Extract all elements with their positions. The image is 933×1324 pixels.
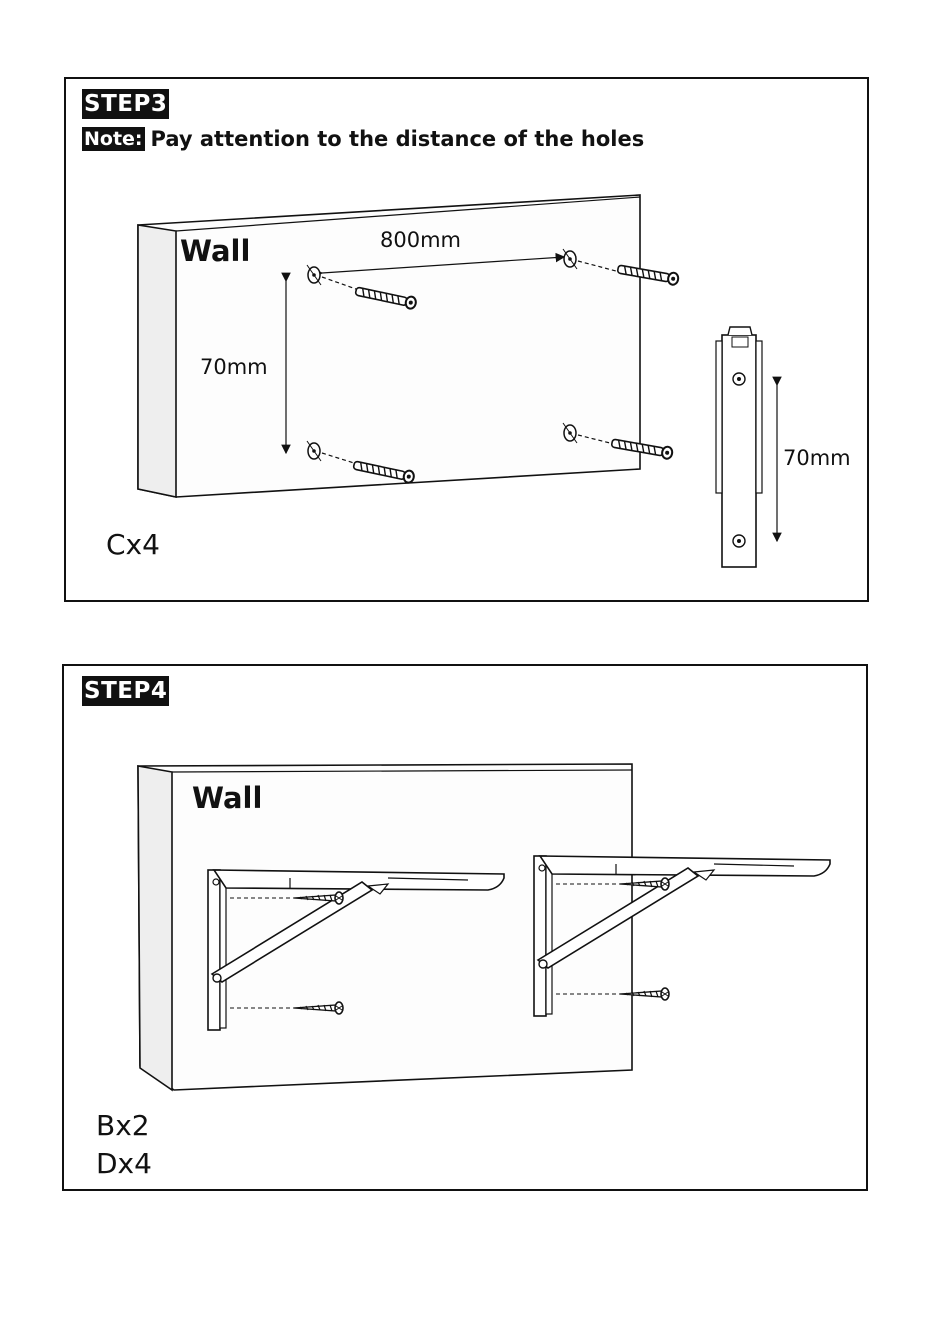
step4-parts-count-b: Bx2 <box>96 1110 150 1142</box>
step4-parts-count-d: Dx4 <box>96 1148 152 1180</box>
step3-parts-count: Cx4 <box>106 529 160 561</box>
step3-panel: STEP3 Note: Pay attention to the distanc… <box>64 77 869 602</box>
horizontal-distance-label: 800mm <box>380 228 461 252</box>
step3-illustration: Wall 800mm 70mm <box>66 79 871 604</box>
step4-panel: STEP4 <box>62 664 868 1191</box>
wall-label: Wall <box>192 781 262 815</box>
bracket-side-view-icon <box>716 327 762 567</box>
vertical-distance-bracket-label: 70mm <box>783 446 851 470</box>
step4-illustration: Wall <box>64 666 870 1193</box>
wall-label: Wall <box>180 234 250 268</box>
vertical-distance-wall-label: 70mm <box>200 355 268 379</box>
